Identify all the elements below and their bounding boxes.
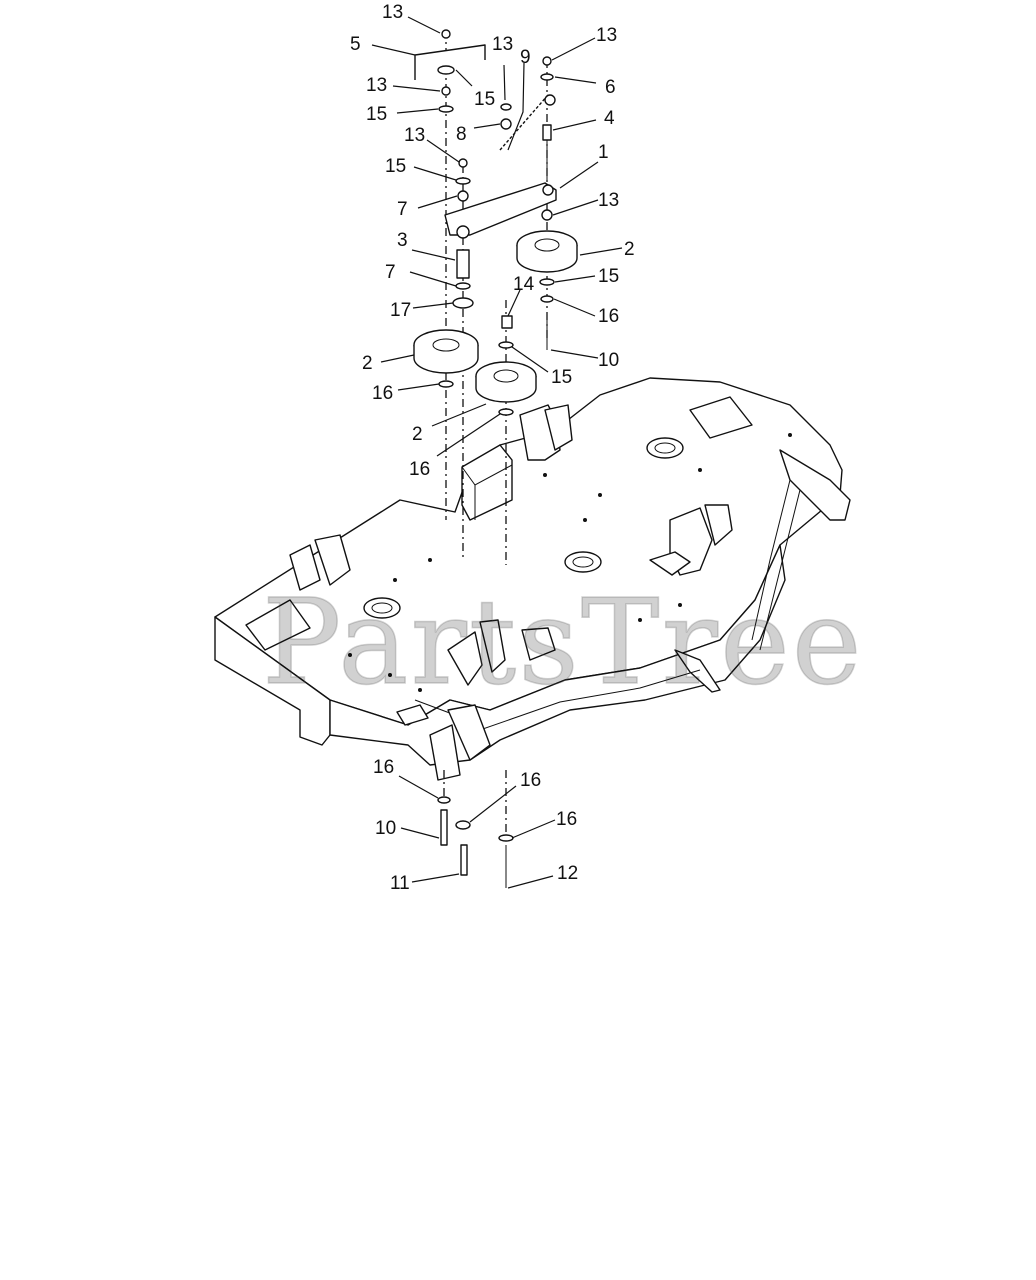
callout-label: 16 <box>372 383 393 404</box>
hook-rod-part <box>414 44 486 80</box>
callout-label: 16 <box>520 770 541 791</box>
callout-label: 3 <box>397 230 408 251</box>
callout-label: 7 <box>397 199 408 220</box>
callout-label: 14 <box>513 274 535 295</box>
callout-label: 15 <box>366 104 387 125</box>
callout-label: 2 <box>624 239 635 260</box>
callout-label: 15 <box>551 367 572 388</box>
callout-label: 16 <box>556 809 577 830</box>
callout-label: 7 <box>385 262 396 283</box>
idler-pulley-center <box>475 361 537 403</box>
callout-label: 2 <box>412 424 423 445</box>
callout-label: 9 <box>520 47 531 68</box>
leader-lines <box>371 16 623 889</box>
callouts: 13 5 13 9 13 6 13 15 15 8 4 13 1 15 7 13… <box>350 2 635 894</box>
callout-label: 8 <box>456 124 467 145</box>
idler-pulley-right <box>516 230 578 273</box>
callout-label: 4 <box>604 108 615 129</box>
callout-label: 6 <box>605 77 616 98</box>
callout-label: 13 <box>596 25 617 46</box>
callout-label: 15 <box>598 266 619 287</box>
watermark: PartsTree <box>262 573 864 711</box>
callout-label: 13 <box>366 75 387 96</box>
callout-label: 13 <box>382 2 403 23</box>
callout-label: 17 <box>390 300 411 321</box>
callout-label: 16 <box>598 306 619 327</box>
spring-part <box>499 94 556 151</box>
callout-label: 10 <box>375 818 396 839</box>
callout-label: 12 <box>557 863 578 884</box>
idler-arm-part <box>444 182 557 236</box>
callout-label: 13 <box>492 34 513 55</box>
callout-label: 15 <box>474 89 495 110</box>
callout-label: 13 <box>404 125 425 146</box>
callout-label: 16 <box>409 459 430 480</box>
callout-label: 5 <box>350 34 361 55</box>
callout-label: 10 <box>598 350 619 371</box>
callout-label: 13 <box>598 190 619 211</box>
callout-label: 2 <box>362 353 373 374</box>
mower-deck <box>214 377 851 781</box>
parts <box>413 29 578 888</box>
callout-label: 15 <box>385 156 406 177</box>
callout-label: 1 <box>598 142 609 163</box>
callout-label: 16 <box>373 757 394 778</box>
idler-pulley-left <box>413 329 479 374</box>
callout-label: 11 <box>390 873 410 894</box>
